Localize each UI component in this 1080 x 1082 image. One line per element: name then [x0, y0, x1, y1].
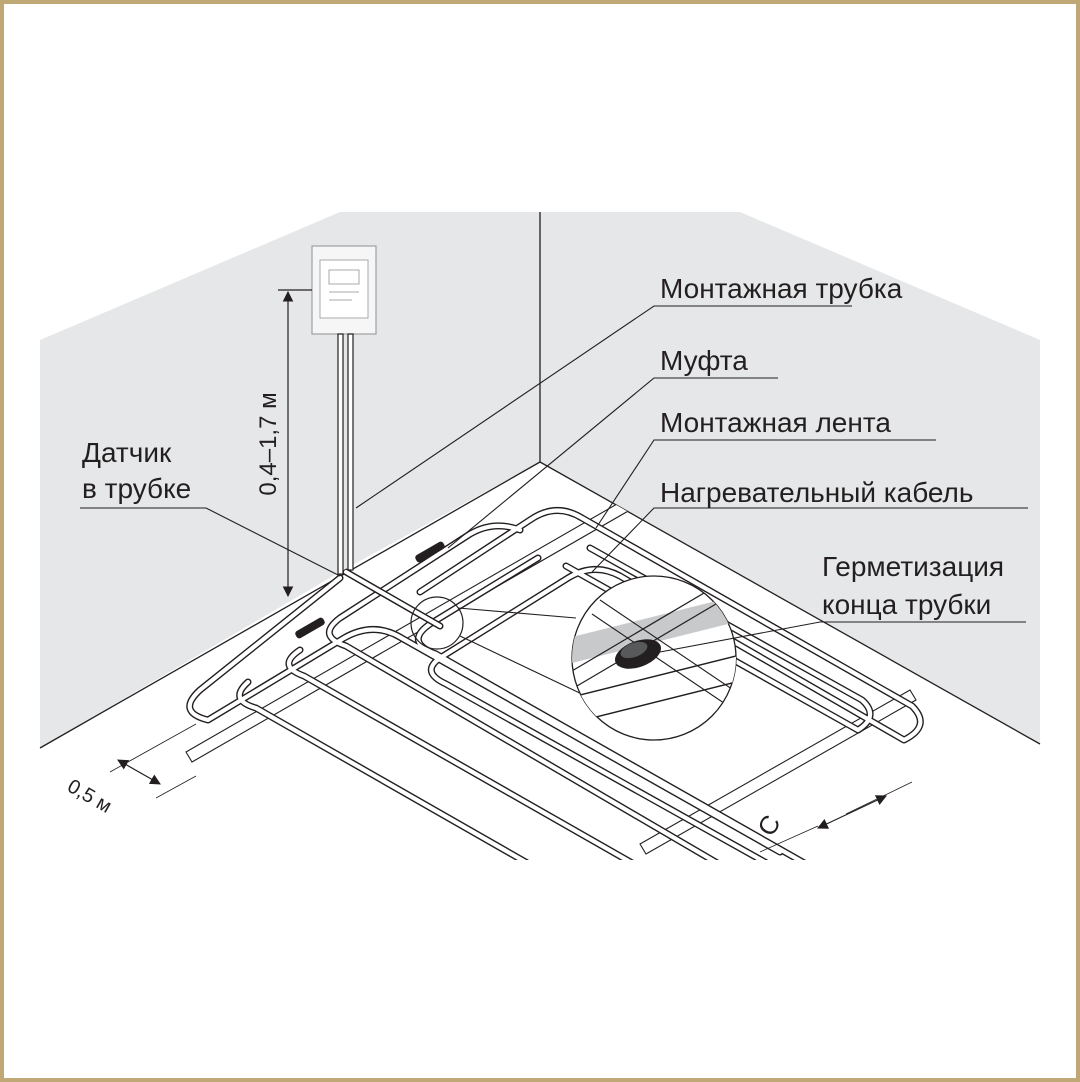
label-coupling: Муфта [660, 345, 748, 376]
right-wall [540, 212, 1040, 744]
magnifier-connectors [457, 607, 587, 697]
leader-lines [80, 305, 1028, 653]
thermostat [311, 245, 377, 335]
label-sealing-line1: Герметизация [822, 551, 1004, 582]
height-dimension [278, 289, 312, 598]
label-sensor-line2: в трубке [82, 473, 191, 504]
pitch-dimension [759, 781, 913, 853]
offset-dimension [109, 723, 197, 799]
height-dimension-label: 0,4–1,7 м [255, 392, 282, 495]
label-sensor-line1: Датчик [82, 437, 172, 468]
label-sealing-line2: конца трубки [822, 589, 991, 620]
detail-circle [410, 596, 464, 650]
wall-conduits [337, 333, 354, 575]
label-heating-cable: Нагревательный кабель [660, 477, 973, 508]
label-mounting-tape: Монтажная лента [660, 407, 891, 438]
sensor-tube [342, 568, 444, 630]
coupling-markers [295, 541, 445, 639]
magnified-detail [571, 575, 737, 741]
label-mounting-tube: Монтажная трубка [660, 273, 903, 304]
